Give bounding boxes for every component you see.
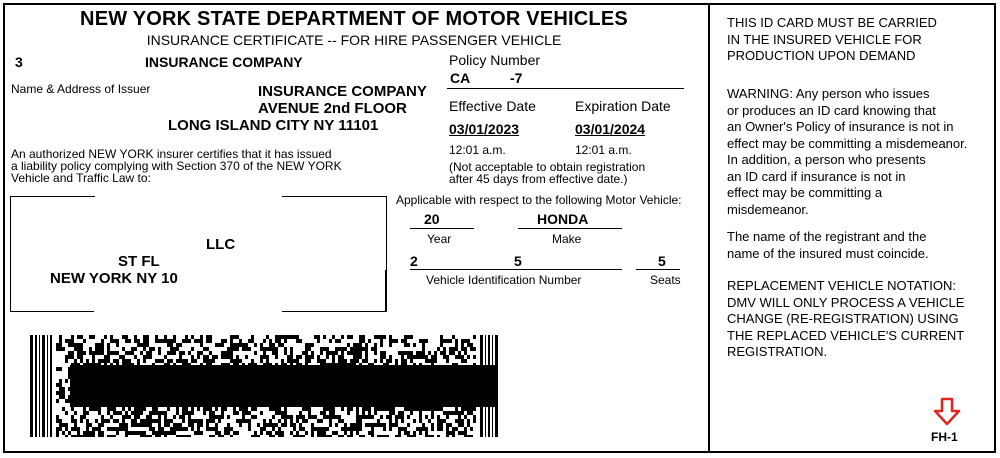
vehicle-year-label: Year <box>427 232 452 246</box>
page-title: NEW YORK STATE DEPARTMENT OF MOTOR VEHIC… <box>80 8 628 30</box>
address-bracket-bottom-right <box>282 196 386 312</box>
form-code: FH-1 <box>931 430 958 444</box>
effective-date: 03/01/2023 <box>449 121 520 137</box>
vin-label: Vehicle Identification Number <box>426 273 582 287</box>
address-bracket-left-lower <box>10 280 11 311</box>
seats-underline <box>636 269 680 270</box>
registration-note-2: after 45 days from effective date.) <box>449 172 628 186</box>
vehicle-make-label: Make <box>552 232 582 246</box>
vin-end: 5 <box>514 253 522 269</box>
effective-time: 12:01 a.m. <box>449 143 506 157</box>
expiration-date-label: Expiration Date <box>575 98 671 114</box>
warning-notice: WARNING: Any person who issues or produc… <box>727 86 968 217</box>
registration-note-1: (Not acceptable to obtain registration <box>449 160 646 174</box>
vehicle-make-underline <box>518 228 622 229</box>
expiration-date: 03/01/2024 <box>575 121 646 137</box>
page-subtitle: INSURANCE CERTIFICATE -- FOR HIRE PASSEN… <box>146 32 562 48</box>
issuer-label: Name & Address of Issuer <box>11 82 151 96</box>
certification-line-2: a liability policy complying with Sectio… <box>11 159 342 173</box>
certification-line-1: An authorized NEW YORK insurer certifies… <box>11 147 332 161</box>
address-bracket-top-right <box>282 196 387 312</box>
redaction-bar <box>70 365 498 407</box>
address-bracket-bottom-left <box>10 196 94 312</box>
issuer-name: INSURANCE COMPANY <box>258 83 427 100</box>
address-bracket-right-lower <box>385 270 386 311</box>
insured-street: ST FL <box>118 253 160 270</box>
vehicle-year-underline <box>410 228 474 229</box>
coincide-notice: The name of the registrant and the name … <box>727 229 929 261</box>
down-arrow-icon <box>932 397 962 427</box>
vin-start: 2 <box>410 253 418 269</box>
applicable-vehicle-label: Applicable with respect to the following… <box>396 193 682 207</box>
policy-number-suffix: -7 <box>510 70 523 86</box>
issuer-street: AVENUE 2nd FLOOR <box>258 100 407 117</box>
insurer-code: 3 <box>15 54 23 70</box>
carry-notice: THIS ID CARD MUST BE CARRIED IN THE INSU… <box>727 15 937 63</box>
policy-number-underline <box>447 88 684 89</box>
insurance-id-card <box>3 3 996 453</box>
replacement-notice: REPLACEMENT VEHICLE NOTATION: DMV WILL O… <box>727 278 965 359</box>
insured-city: NEW YORK NY 10 <box>50 270 178 287</box>
effective-date-label: Effective Date <box>449 98 536 114</box>
card-divider <box>708 3 710 453</box>
issuer-city: LONG ISLAND CITY NY 11101 <box>168 117 379 134</box>
certification-line-3: Vehicle and Traffic Law to: <box>11 171 151 185</box>
policy-number-label: Policy Number <box>449 52 541 68</box>
vehicle-year: 20 <box>424 211 440 227</box>
seats-label: Seats <box>650 273 681 287</box>
address-bracket-top-left <box>10 196 95 312</box>
policy-number-prefix: CA <box>450 70 471 86</box>
vin-underline <box>410 269 622 270</box>
insurer-company: INSURANCE COMPANY <box>145 54 303 70</box>
vehicle-seats: 5 <box>658 253 666 269</box>
insured-name: LLC <box>206 236 236 253</box>
vehicle-make: HONDA <box>537 211 589 227</box>
expiration-time: 12:01 a.m. <box>575 143 632 157</box>
